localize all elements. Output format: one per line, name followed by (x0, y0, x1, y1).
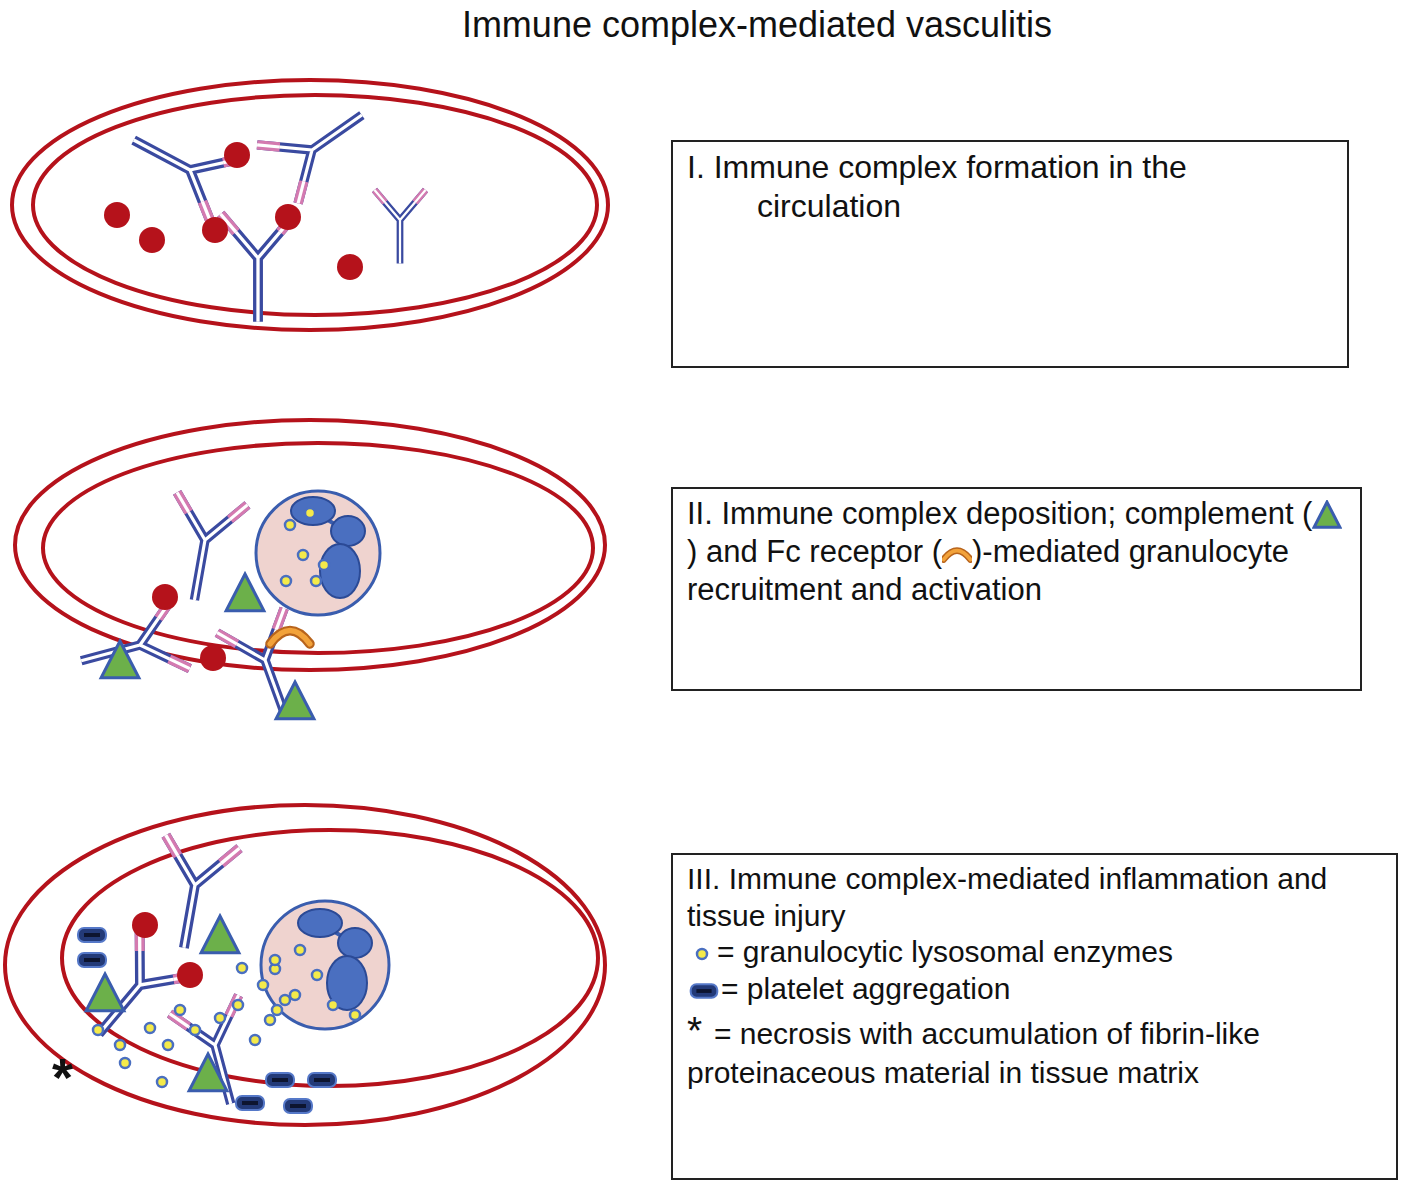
fc-receptor (270, 631, 310, 644)
lysosomal-enzyme (258, 980, 268, 990)
complement-triangle (86, 974, 124, 1011)
complement-triangle (101, 641, 139, 678)
lysosomal-enzyme (157, 1077, 167, 1087)
complement-triangle (189, 1054, 227, 1091)
platelet (266, 1073, 294, 1087)
lysosomal-enzyme (280, 995, 290, 1005)
text-box: II. Immune complex deposition; complemen… (671, 487, 1362, 691)
platelet (236, 1096, 264, 1110)
text-row: = granulocytic lysosomal enzymes (687, 934, 1382, 971)
lysosomal-enzyme (190, 1025, 200, 1035)
dash-icon (687, 976, 721, 1006)
lysosomal-enzyme (311, 576, 321, 586)
lysosomal-enzyme (237, 963, 247, 973)
lysosomal-enzyme (120, 1058, 130, 1068)
text-row: I. Immune complex formation in the circu… (687, 148, 1333, 226)
box-text: I. Immune complex formation in the circu… (687, 149, 1187, 224)
antigen (177, 962, 203, 988)
vessel-wall-inner (62, 830, 598, 1086)
antibody (72, 600, 190, 696)
fc-receptor (943, 551, 970, 560)
lysosomal-enzyme (215, 1013, 225, 1023)
complement-triangle (276, 682, 314, 719)
box-text: III. Immune complex-mediated inflammatio… (687, 862, 1327, 932)
platelet (691, 984, 718, 997)
lysosomal-enzyme (233, 1000, 243, 1010)
tri-icon (1312, 500, 1342, 531)
lysosomal-enzyme (175, 1005, 185, 1015)
vessel-wall-inner (43, 443, 593, 653)
lysosomal-enzyme (350, 1010, 360, 1020)
lysosomal-enzyme (163, 1040, 173, 1050)
platelet (78, 928, 106, 942)
complement-triangle (201, 916, 239, 953)
text-row: III. Immune complex-mediated inflammatio… (687, 861, 1382, 934)
granulocyte (256, 491, 380, 615)
lysosomal-enzyme (250, 1035, 260, 1045)
text-box: I. Immune complex formation in the circu… (671, 140, 1349, 368)
antigen (139, 227, 165, 253)
vessel-wall-outer (15, 420, 605, 670)
antigen (202, 217, 228, 243)
antigen (104, 202, 130, 228)
antigen (152, 584, 178, 610)
lysosomal-enzyme (145, 1023, 155, 1033)
lysosomal-enzyme (305, 508, 315, 518)
lysosomal-enzyme (265, 1015, 275, 1025)
lysosomal-enzyme (270, 955, 280, 965)
lysosomal-enzyme (285, 520, 295, 530)
vessel-wall-outer (12, 80, 608, 330)
lysosomal-enzyme (115, 1040, 125, 1050)
platelet (78, 953, 106, 967)
lysosomal-enzyme (697, 949, 707, 959)
lysosomal-enzyme (272, 1005, 282, 1015)
antibody (147, 835, 239, 954)
box-text: = necrosis with accumulation of fibrin-l… (687, 1017, 1260, 1089)
granulocyte (261, 901, 389, 1029)
lysosomal-enzyme (319, 560, 329, 570)
text-box: III. Immune complex-mediated inflammatio… (671, 853, 1398, 1180)
diagram-title: Immune complex-mediated vasculitis (56, 4, 1402, 46)
complement-triangle (1314, 502, 1340, 527)
antigen (275, 204, 301, 230)
lysosomal-enzyme (298, 550, 308, 560)
platelet (308, 1073, 336, 1087)
complement-triangle (226, 574, 264, 611)
antibody (257, 86, 382, 204)
text-row: II. Immune complex deposition; complemen… (687, 495, 1346, 608)
box-text: ) and Fc receptor ( (687, 534, 942, 569)
necrosis-marker: * (52, 1050, 73, 1104)
lysosomal-enzyme (312, 970, 322, 980)
antibody (221, 214, 296, 322)
antigen (200, 645, 226, 671)
box-text: = granulocytic lysosomal enzymes (717, 935, 1173, 968)
antibody (70, 927, 197, 1058)
vessel-wall-inner (33, 95, 597, 315)
antibody (116, 107, 246, 224)
dot-icon (687, 939, 717, 969)
lysosomal-enzyme (281, 576, 291, 586)
lysosomal-enzyme (295, 945, 305, 955)
box-text: = platelet aggregation (721, 972, 1010, 1005)
lysosomal-enzyme (93, 1025, 103, 1035)
antigen (224, 142, 250, 168)
antigen (337, 254, 363, 280)
lysosomal-enzyme (290, 990, 300, 1000)
box-text: II. Immune complex deposition; complemen… (687, 496, 1312, 531)
arc-icon (942, 538, 972, 569)
antigen (132, 912, 158, 938)
platelet (284, 1099, 312, 1113)
text-row: = platelet aggregation (687, 971, 1382, 1008)
antibody (170, 995, 266, 1113)
vessel-wall-outer (5, 805, 605, 1125)
lysosomal-enzyme (328, 1000, 338, 1010)
antibody (375, 190, 426, 264)
antibody (217, 608, 319, 729)
symbol-key: * (687, 1009, 702, 1052)
text-row: *= necrosis with accumulation of fibrin-… (687, 1007, 1382, 1091)
